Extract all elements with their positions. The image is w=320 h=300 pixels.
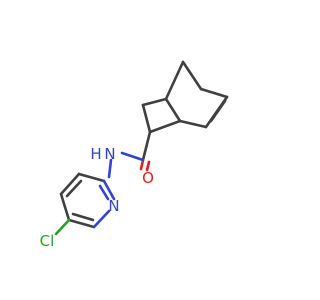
molecule-structure-diagram: N H O N Cl [40,60,229,250]
bond-bridge-left [164,60,185,101]
bond-py-c6-n [92,209,111,229]
bond-ch2-c2 [141,103,152,134]
carbonyl-oxygen-label: O [142,169,154,187]
bond-bridgehead-top-ch2 [141,97,168,107]
bond-n-pyridine [107,158,113,179]
bond-c5-chlorine [54,218,71,236]
bond-py-c4-c5 [59,192,71,222]
chloropyridine-ring [54,172,116,236]
carboxamide-group [107,130,152,179]
bicycloheptene-ring [141,60,229,134]
bond-py-c3-c4-a [59,172,81,196]
pyridine-nitrogen-label: N [108,197,119,215]
chlorine-label: Cl [40,232,55,250]
bond-py-c5-c6-b [71,212,95,222]
bond-c5-c6-double-b [209,99,227,123]
bond-py-c2-c3 [77,172,106,183]
amide-hydrogen-label: H [90,145,101,163]
bond-carbonyl-o-a [139,158,145,171]
bond-py-n-c2-b [98,184,110,201]
bond-py-c5-c6-a [67,218,96,229]
amide-nitrogen-label: N [104,145,115,163]
bond-py-c3-c4-b [65,179,83,198]
bond-carbonyl-o-b [145,160,151,172]
bond-bridgehead-c5 [178,119,208,129]
bond-py-n-c2-a [102,179,116,201]
bond-bridgehead-vertical [164,97,182,123]
bond-c2-bridgehead [148,119,182,134]
bond-carbonyl-n [120,151,145,162]
bond-c2-carbonyl [141,130,152,162]
bond-bridge-right [181,60,203,91]
bond-c6-bridgehead [199,87,229,99]
